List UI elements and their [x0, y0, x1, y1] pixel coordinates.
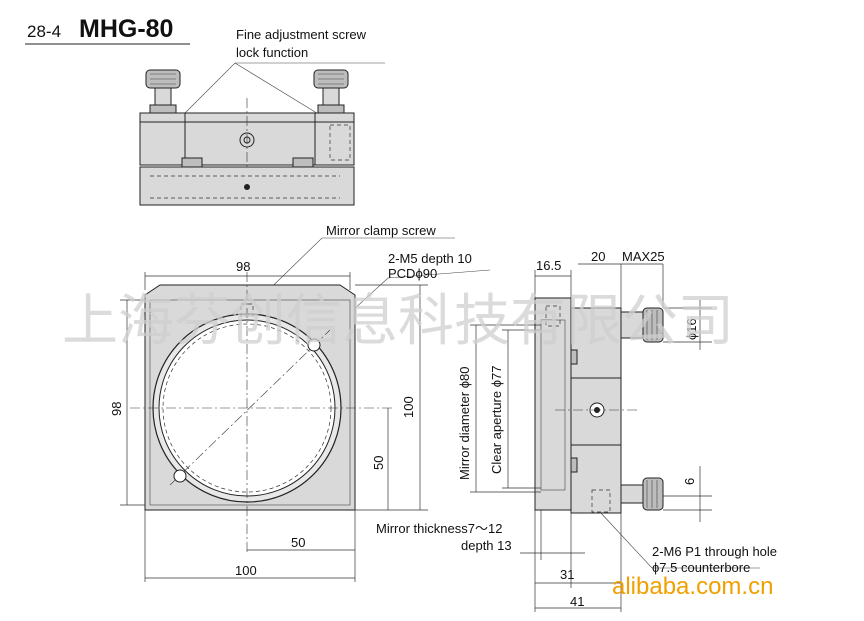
- dim-16-5: 16.5: [536, 258, 561, 273]
- dim-50-horizontal: 50: [291, 535, 305, 550]
- site-watermark: alibaba.com.cn: [612, 573, 773, 600]
- front-view: Mirror clamp screw 2-M5 depth 10 PCDϕ90 …: [109, 223, 491, 582]
- top-center-hole: [239, 132, 255, 148]
- dim-98-top: 98: [236, 259, 250, 274]
- fine-adjust-leader: [179, 62, 385, 119]
- depth13-label: depth 13: [461, 538, 512, 553]
- section-prefix: 28-4: [27, 22, 61, 41]
- mirror-clamp-label: Mirror clamp screw: [326, 223, 436, 238]
- clear-aperture-label: Clear aperture ϕ77: [489, 366, 504, 474]
- header: 28-4 MHG-80: [25, 15, 190, 45]
- dim-31: 31: [560, 567, 574, 582]
- mirror-diameter-label: Mirror diameter ϕ80: [457, 367, 472, 480]
- m5-hole-lower: [173, 469, 187, 483]
- side-view: 16.5 20 MAX25 ϕ16 6 Mirror diameter ϕ80 …: [376, 249, 777, 612]
- dim-50-vertical: 50: [371, 456, 386, 470]
- mirror-thickness-label: Mirror thickness7～12: [376, 521, 502, 536]
- fine-adjust-label-2: lock function: [236, 45, 308, 60]
- model-title: MHG-80: [79, 15, 173, 43]
- top-view: Fine adjustment screw lock function: [139, 27, 385, 206]
- dim-6: 6: [682, 478, 697, 485]
- m5-hole-upper: [307, 338, 321, 352]
- dim-98-left: 98: [109, 402, 124, 416]
- dim-100-bottom: 100: [235, 563, 257, 578]
- m6-label-2: ϕ7.5 counterbore: [652, 560, 750, 575]
- dim-phi16: ϕ16: [684, 318, 699, 340]
- m5-label-2: PCDϕ90: [388, 266, 437, 281]
- dim-41: 41: [570, 594, 584, 609]
- m5-label-1: 2-M5 depth 10: [388, 251, 472, 266]
- dim-100-right: 100: [401, 396, 416, 418]
- company-watermark: 上海芬创信息科技有限公司: [62, 289, 734, 354]
- right-adjust-knob: [313, 69, 349, 114]
- m6-leader: [599, 511, 760, 569]
- dim-max25: MAX25: [622, 249, 665, 264]
- dim-20: 20: [591, 249, 605, 264]
- side-knob-top: [620, 307, 664, 352]
- side-knob-bottom: [620, 477, 664, 511]
- m6-label-1: 2-M6 P1 through hole: [652, 544, 777, 559]
- left-adjust-knob: [145, 69, 181, 114]
- fine-adjust-label-1: Fine adjustment screw: [236, 27, 367, 42]
